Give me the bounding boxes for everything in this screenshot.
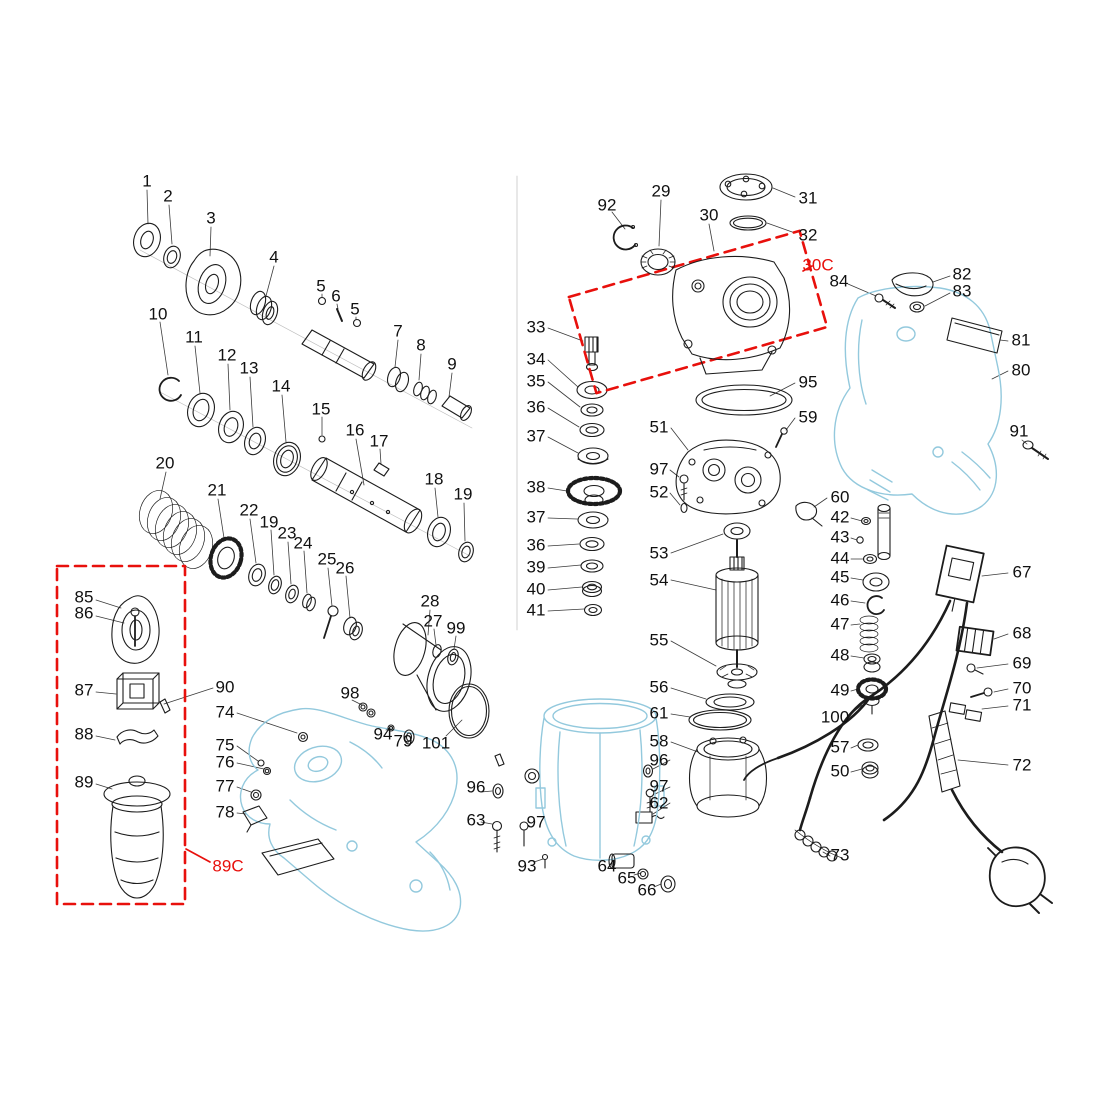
motor-housing-drawing [491,698,676,893]
switch-cord-drawing [743,544,1053,914]
highlight-leader-89c [185,848,211,863]
crank-housing-drawing [567,173,829,395]
piston-chain-drawing [158,376,474,563]
main-housing-drawing [159,698,462,932]
highlight-box-89c [55,564,187,906]
clutch-parts-drawing [855,503,891,779]
gear-stack-drawing [565,336,623,617]
side-handle-group-drawing [55,564,211,906]
stator-drawing [635,736,768,824]
armature-drawing [688,522,759,731]
rear-handle-drawing [833,272,1049,515]
highlight-leader-30c [802,265,813,272]
gear-cover-drawing [675,384,823,527]
spindle-front-chain-drawing [133,222,473,421]
highlight-box-30c [567,229,829,395]
spring-gear-chain-drawing [138,490,490,739]
leader-lines [95,187,1028,888]
